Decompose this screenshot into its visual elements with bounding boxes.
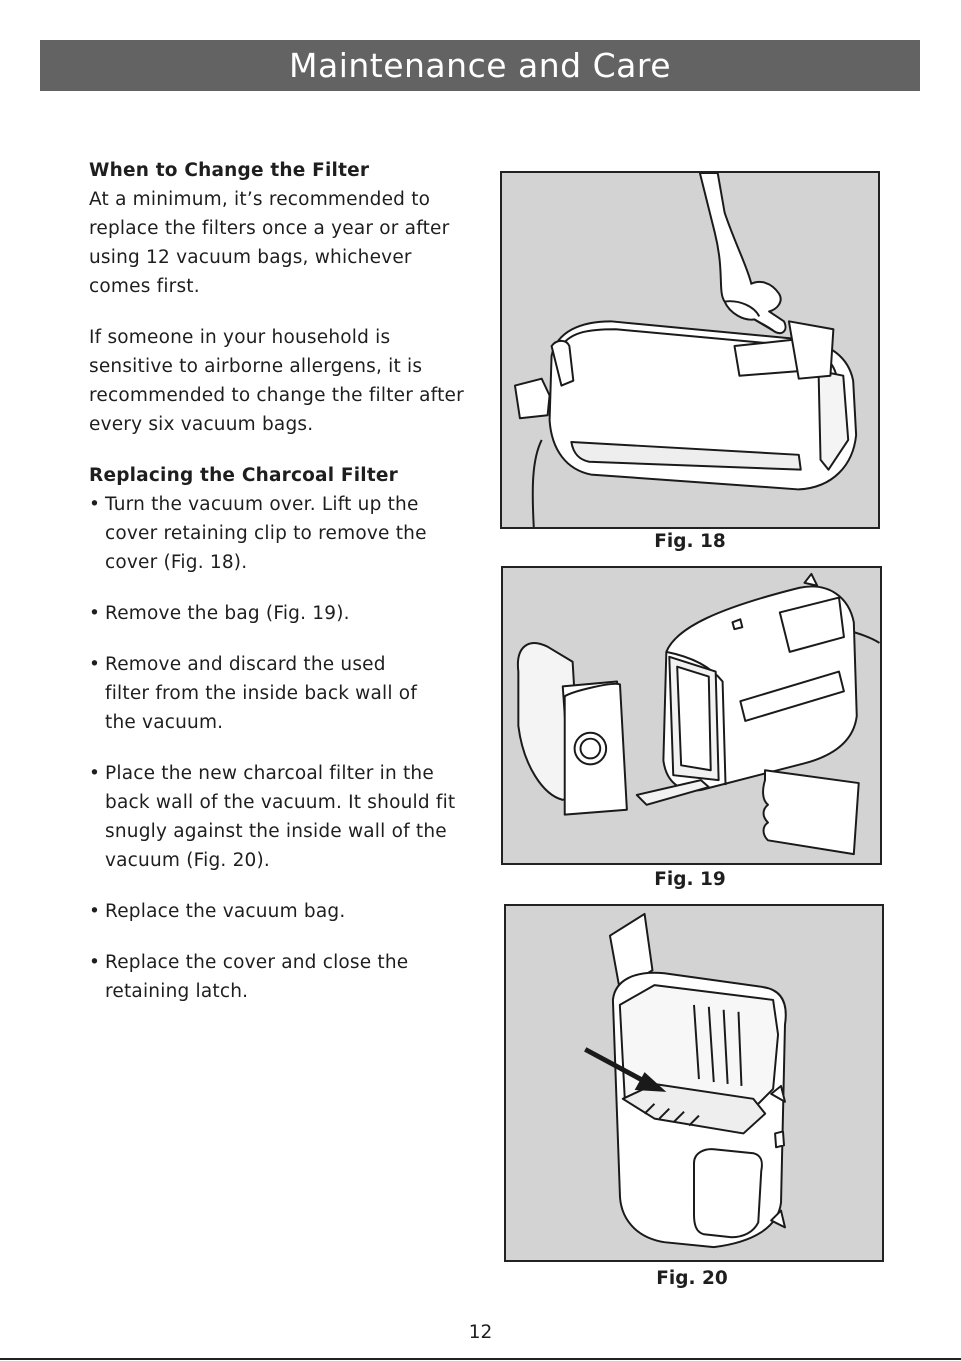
paragraph-allergens: If someone in your household is sensitiv… (89, 327, 464, 435)
vacuum-cover-removal-drawing (513, 173, 858, 527)
page-title: Maintenance and Care (289, 46, 671, 85)
filter-placement-drawing (584, 912, 787, 1249)
bullet-glyph: • (89, 494, 101, 515)
paragraph-minimum: At a minimum, it’s recommended to replac… (89, 189, 450, 297)
footer-divider (0, 1358, 961, 1360)
list-item: • Replace the cover and close the retain… (89, 948, 494, 1006)
bullet-glyph: • (89, 901, 101, 922)
list-item: • Remove the bag (Fig. 19). (89, 599, 494, 628)
page-number: 12 (468, 1322, 493, 1343)
figure-19-illustration (501, 566, 882, 865)
bullet-glyph: • (89, 603, 101, 624)
bullet-glyph: • (89, 952, 101, 973)
list-item: • Remove and discard the used filter fro… (89, 650, 494, 737)
list-item: • Turn the vacuum over. Lift up the cove… (89, 490, 494, 577)
arrow-icon (584, 1047, 667, 1092)
page-header: Maintenance and Care (40, 40, 920, 91)
list-item: • Place the new charcoal filter in the b… (89, 759, 494, 875)
figure-18-illustration (500, 171, 880, 529)
section-heading-when-to-change: When to Change the Filter (89, 160, 370, 181)
figure-19-caption: Fig. 19 (654, 869, 726, 890)
figure-18-caption: Fig. 18 (654, 531, 726, 552)
figure-20-illustration (504, 904, 884, 1262)
section-heading-replacing-filter: Replacing the Charcoal Filter (89, 465, 398, 486)
list-item: • Replace the vacuum bag. (89, 897, 494, 926)
bullet-glyph: • (89, 654, 101, 675)
bag-removal-drawing (516, 572, 880, 856)
bullet-glyph: • (89, 763, 101, 784)
figure-20-caption: Fig. 20 (656, 1268, 728, 1289)
text-column: When to Change the Filter At a minimum, … (89, 156, 494, 1006)
